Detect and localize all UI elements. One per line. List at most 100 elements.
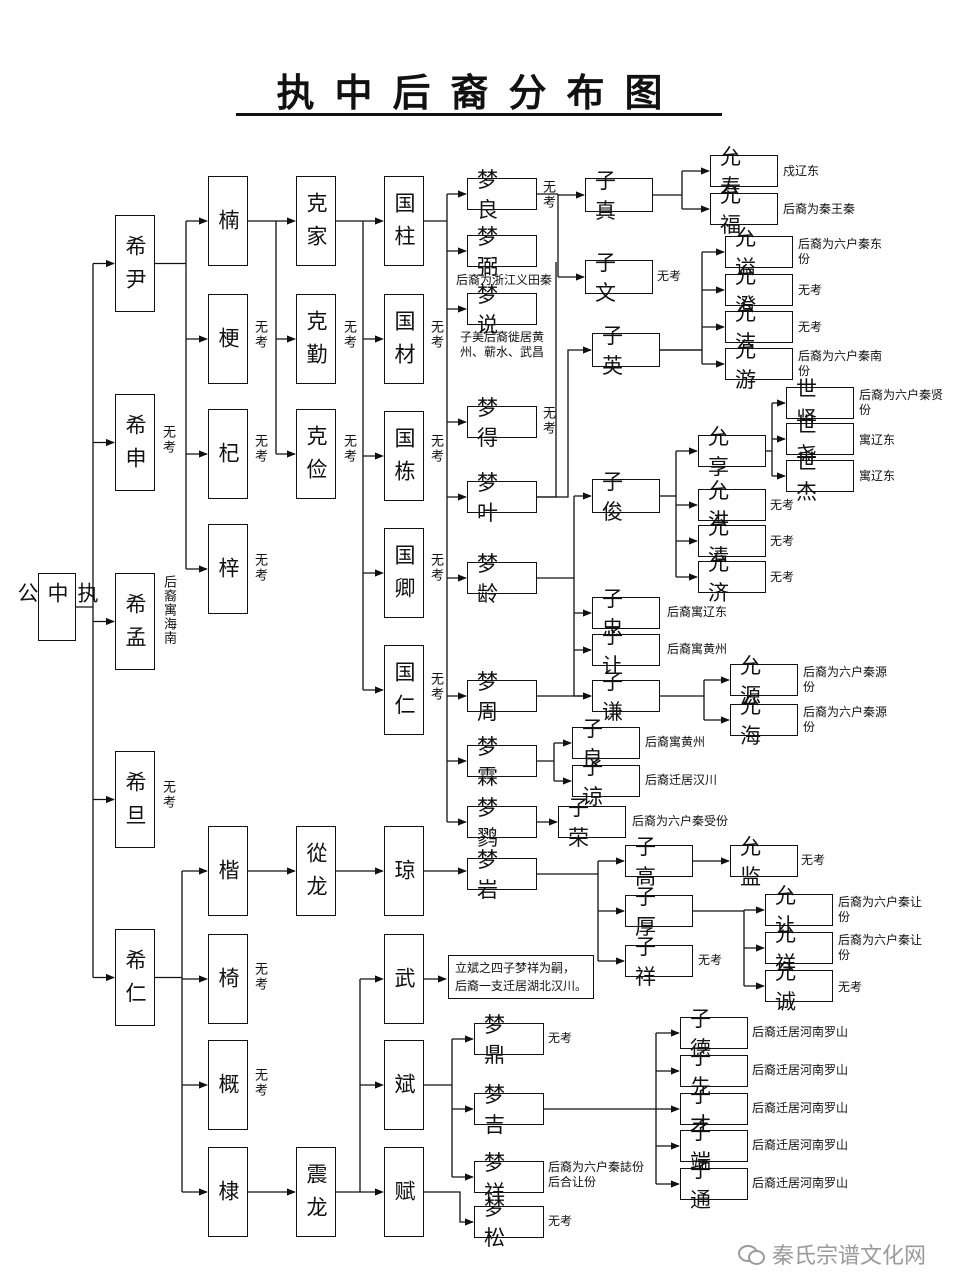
note-zde: 后裔迁居河南罗山 [752, 1025, 849, 1039]
note-zxiang: 无考 [698, 953, 723, 967]
node-msong: 梦松 [474, 1196, 544, 1250]
note-sxian: 后裔为六户秦贤份 [859, 388, 944, 417]
node-mding: 梦鼎 [474, 1013, 544, 1067]
note-msong: 无考 [548, 1214, 573, 1228]
node-mshuo: 梦说 [467, 283, 537, 337]
quote-line-1: 立斌之四子梦祥为嗣， [455, 961, 576, 975]
note-yjian: 无考 [801, 853, 826, 867]
note-guoren: 无考 [428, 672, 443, 702]
node-sjie: 世杰 [786, 450, 854, 504]
node-zrang: 子让 [592, 624, 660, 678]
node-qiong: 琼 [384, 826, 424, 916]
note-yyou: 后裔为六户秦南份 [798, 349, 883, 378]
note-sjie: 寓辽东 [859, 469, 896, 483]
node-zhou: 子厚 [625, 885, 693, 939]
node-mzhou: 梦周 [467, 670, 537, 724]
node-mde: 梦得 [467, 396, 537, 450]
note-zliang: 后裔寓黄州 [645, 735, 706, 749]
node-qi: 杞 [208, 409, 248, 499]
watermark: 秦氏宗谱文化网 [738, 1237, 953, 1271]
note-shou: 戍辽东 [783, 164, 820, 178]
note-yqing: 无考 [770, 534, 795, 548]
node-nan: 楠 [208, 176, 248, 266]
node-zliang2: 子谅 [572, 755, 640, 809]
note-yji: 无考 [770, 570, 795, 584]
note-guoqing: 无考 [428, 553, 443, 583]
node-xishen: 希申 [115, 394, 155, 491]
note-yyi: 后裔为六户秦东份 [798, 237, 883, 266]
note-ycheng2: 无考 [838, 980, 863, 994]
note-zwen: 无考 [657, 269, 682, 283]
note-zzhong: 后裔寓辽东 [667, 605, 728, 619]
node-zwen: 子文 [585, 251, 653, 305]
node-mliang: 梦良 [467, 168, 537, 222]
node-zhizhong: 执中公 [15, 573, 99, 641]
node-ximeng: 希孟 [115, 573, 155, 670]
node-geng: 梗 [208, 294, 248, 384]
node-mxiang: 梦祥 [474, 1151, 544, 1205]
node-zying: 子英 [592, 324, 660, 378]
node-fu: 赋 [384, 1147, 424, 1237]
node-zrong: 子荣 [558, 796, 626, 850]
node-guoqing: 国卿 [384, 528, 424, 618]
note-mliang: 无考 [540, 180, 555, 210]
node-wu: 武 [384, 934, 424, 1024]
note-yyuan: 后裔为六户秦源份 [803, 665, 888, 694]
note-zliang2: 后裔迁居汉川 [645, 773, 718, 787]
node-guocai: 国材 [384, 294, 424, 384]
node-mling: 梦龄 [467, 552, 537, 606]
note-zxian: 后裔迁居河南罗山 [752, 1063, 849, 1077]
node-gai: 概 [208, 1040, 248, 1130]
node-xiren: 希仁 [115, 929, 155, 1026]
diagram-title: 执中后裔分布图 [276, 70, 683, 115]
node-guodong: 国栋 [384, 411, 424, 501]
node-yfu: 允福 [710, 183, 778, 237]
note-fu: 后裔为秦王秦 [783, 202, 856, 216]
node-yhai: 允海 [730, 694, 798, 748]
node-mlu: 梦鹨 [467, 796, 537, 850]
node-xiyin: 希尹 [115, 215, 155, 312]
node-myan: 梦岩 [467, 848, 537, 902]
note-ximeng: 后裔寓海南 [161, 575, 176, 645]
note-zrang: 后裔寓黄州 [667, 642, 728, 656]
watermark-text: 秦氏宗谱文化网 [772, 1244, 927, 1269]
note-ycheng: 无考 [798, 283, 823, 297]
note-xishen: 无考 [160, 425, 175, 455]
node-di: 棣 [208, 1147, 248, 1237]
note-zduan: 后裔迁居河南罗山 [752, 1138, 849, 1152]
node-kai: 楷 [208, 826, 248, 916]
note-ztong: 后裔迁居河南罗山 [752, 1176, 849, 1190]
wechat-icon [738, 1243, 766, 1265]
note-mxiang: 后裔为六户秦誌份后合让份 [548, 1160, 645, 1189]
node-kejia: 克家 [296, 176, 336, 266]
note-kejian: 无考 [341, 434, 356, 464]
node-guoren: 国仁 [384, 645, 424, 735]
node-qi2: 椅 [208, 934, 248, 1024]
node-kejian: 克俭 [296, 409, 336, 499]
node-zgao: 子高 [625, 835, 693, 889]
note-yxiang2: 后裔为六户秦让份 [838, 933, 923, 962]
note-yhong: 无考 [770, 498, 795, 512]
note-guodong: 无考 [428, 434, 443, 464]
node-zjun: 子俊 [592, 470, 660, 524]
node-zhenlong: 震龙 [296, 1147, 336, 1237]
node-zxiang: 子祥 [625, 935, 693, 989]
node-yyou: 允游 [725, 338, 793, 392]
node-mbi: 梦弼 [467, 225, 537, 279]
node-zzhen: 子真 [585, 169, 653, 223]
node-conglong: 從龙 [296, 826, 336, 916]
node-guozhu: 国柱 [384, 176, 424, 266]
node-mji: 梦吉 [474, 1083, 544, 1137]
node-ztong: 子通 [680, 1158, 748, 1212]
quote-note: 立斌之四子梦祥为嗣， 后裔一支迁居湖北汉川。 [448, 955, 594, 999]
note-mding: 无考 [548, 1031, 573, 1045]
note-zrong: 后裔为六户秦受份 [632, 814, 729, 828]
node-mye: 梦叶 [467, 471, 537, 525]
note-guocai: 无考 [428, 320, 443, 350]
node-bin: 斌 [384, 1040, 424, 1130]
note-qi2: 无考 [252, 962, 267, 992]
note-mbi: 后裔为浙江义田秦 [456, 273, 553, 287]
node-yji: 允济 [698, 551, 766, 605]
title-underline [236, 113, 722, 116]
